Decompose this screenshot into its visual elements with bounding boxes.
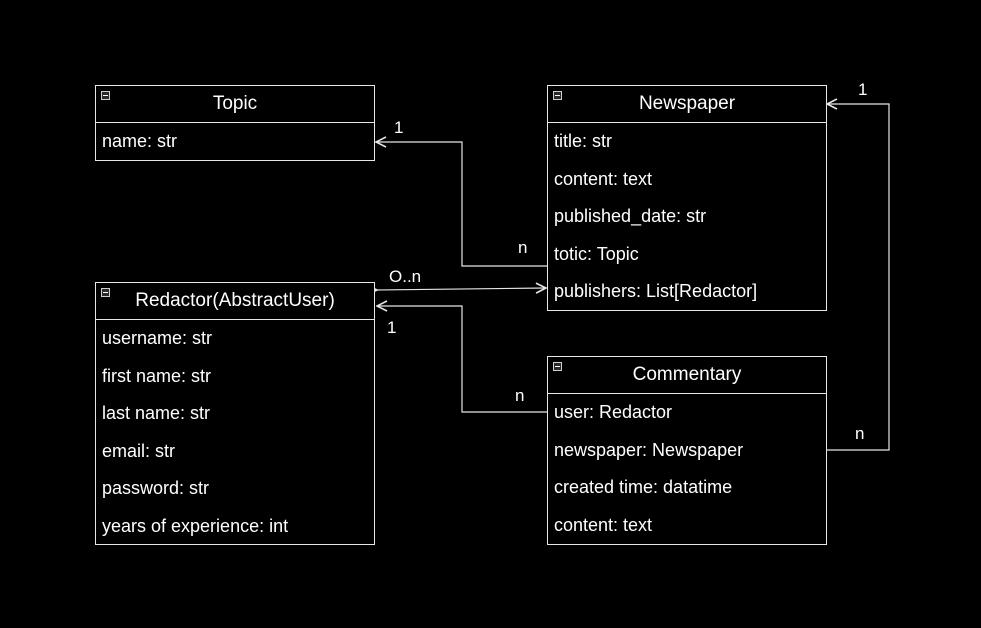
mult-topic-source: 1 (394, 118, 404, 137)
class-commentary[interactable]: Commentary user: Redactor newspaper: New… (547, 356, 827, 545)
class-redactor-header: Redactor(AbstractUser) (96, 283, 374, 320)
attribute-years-of-experience: years of experience: int (102, 515, 289, 536)
class-topic-header: Topic (96, 86, 374, 123)
mult-topic-target: n (518, 238, 528, 257)
attribute-password: password: str (102, 478, 210, 498)
mult-publishers: O..n (389, 267, 422, 286)
class-commentary-name: Commentary (632, 364, 742, 385)
attribute-username: username: str (102, 328, 213, 348)
redactor-commentary-connector (377, 306, 548, 413)
mult-newspaper-target: n (855, 424, 865, 443)
attribute-last-name: last name: str (102, 403, 211, 423)
attribute-title: title: str (554, 131, 613, 151)
mult-redactor-source: 1 (387, 318, 397, 337)
collapse-icon[interactable] (553, 91, 562, 100)
class-newspaper[interactable]: Newspaper title: str content: text publi… (547, 85, 827, 311)
class-commentary-header: Commentary (548, 357, 826, 394)
class-redactor[interactable]: Redactor(AbstractUser) username: str fir… (95, 282, 375, 545)
attribute-first-name: first name: str (102, 365, 212, 386)
class-topic-name: Topic (212, 93, 258, 114)
attribute-published-date: published_date: str (554, 206, 707, 226)
attribute-totic: totic: Topic (554, 243, 639, 264)
redactor-newspaper-connector (377, 288, 546, 290)
attribute-content: content: text (554, 168, 653, 189)
class-newspaper-name: Newspaper (638, 93, 736, 114)
attribute-publishers: publishers: List[Redactor] (554, 281, 758, 301)
attribute-newspaper: newspaper: Newspaper (554, 439, 744, 460)
attribute-email: email: str (102, 440, 176, 461)
mult-redactor-target: n (515, 386, 525, 405)
attribute-created-time: created time: datatime (554, 477, 733, 497)
attribute-user: user: Redactor (554, 402, 673, 422)
collapse-icon[interactable] (101, 91, 110, 100)
newspaper-commentary-connector (827, 104, 890, 451)
collapse-icon[interactable] (101, 288, 110, 297)
collapse-icon[interactable] (553, 362, 562, 371)
topic-newspaper-connector (376, 142, 550, 267)
class-newspaper-header: Newspaper (548, 86, 826, 123)
class-redactor-name: Redactor(AbstractUser) (135, 290, 335, 311)
attribute-name: name: str (102, 131, 178, 151)
class-topic[interactable]: Topic name: str (95, 85, 375, 161)
mult-newspaper-source: 1 (858, 80, 868, 99)
attribute-content: content: text (554, 514, 653, 535)
